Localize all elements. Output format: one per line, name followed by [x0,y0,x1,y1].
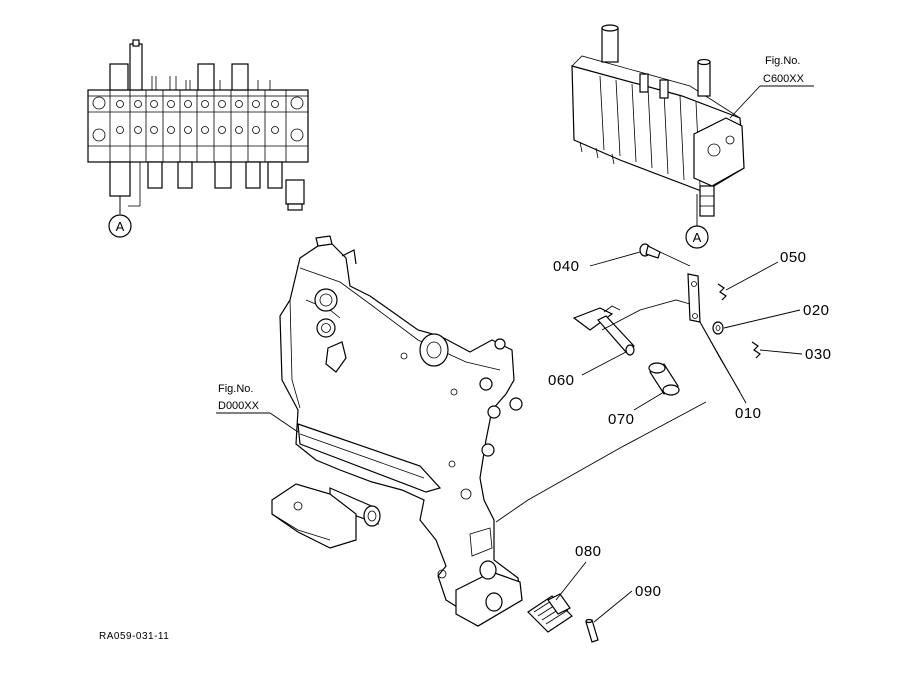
part-050-pin [717,283,727,301]
label-020: 020 [723,302,830,329]
valve-fig-label: Fig.No. [765,55,800,67]
part-090-pin [585,618,599,643]
label-010: 010 [699,321,762,422]
valve-fig-reference: Fig.No. C600XX [729,55,814,119]
frame-fig-label: Fig.No. [218,383,253,395]
part-060-shaft [572,305,635,356]
marker-a-right: A [685,194,709,249]
part-070-collar [648,362,680,396]
part-number-010: 010 [735,405,762,422]
part-number-040: 040 [553,258,580,275]
part-number-030: 030 [805,346,832,363]
marker-a-left: A [108,196,132,238]
label-070: 070 [608,391,665,428]
part-number-080: 080 [575,543,602,560]
part-080-pedal [527,593,573,633]
main-frame [271,235,523,627]
marker-a-circle [108,214,132,238]
part-040-bolt [639,243,691,267]
label-090: 090 [593,583,662,623]
part-010-lever [687,273,701,323]
marker-a-circle [685,225,709,249]
marker-a-right-letter: A [693,230,702,245]
label-040: 040 [553,251,641,275]
part-number-090: 090 [635,583,662,600]
part-number-050: 050 [780,249,807,266]
part-030-pin [751,341,761,359]
frame-fig-number: D000XX [218,400,260,412]
control-valve-front-view [87,39,309,214]
label-030: 030 [759,346,832,363]
marker-a-left-letter: A [116,219,125,234]
valve-fig-number: C600XX [763,73,805,85]
part-number-020: 020 [803,302,830,319]
part-number-070: 070 [608,411,635,428]
part-number-060: 060 [548,372,575,389]
label-060: 060 [548,351,627,389]
frame-fig-reference: Fig.No. D000XX [216,383,299,433]
label-080: 080 [555,543,602,601]
part-020-washer [712,321,724,335]
control-valve-isometric-view [571,24,745,217]
label-050: 050 [725,249,807,291]
drawing-code: RA059-031-11 [99,631,169,642]
